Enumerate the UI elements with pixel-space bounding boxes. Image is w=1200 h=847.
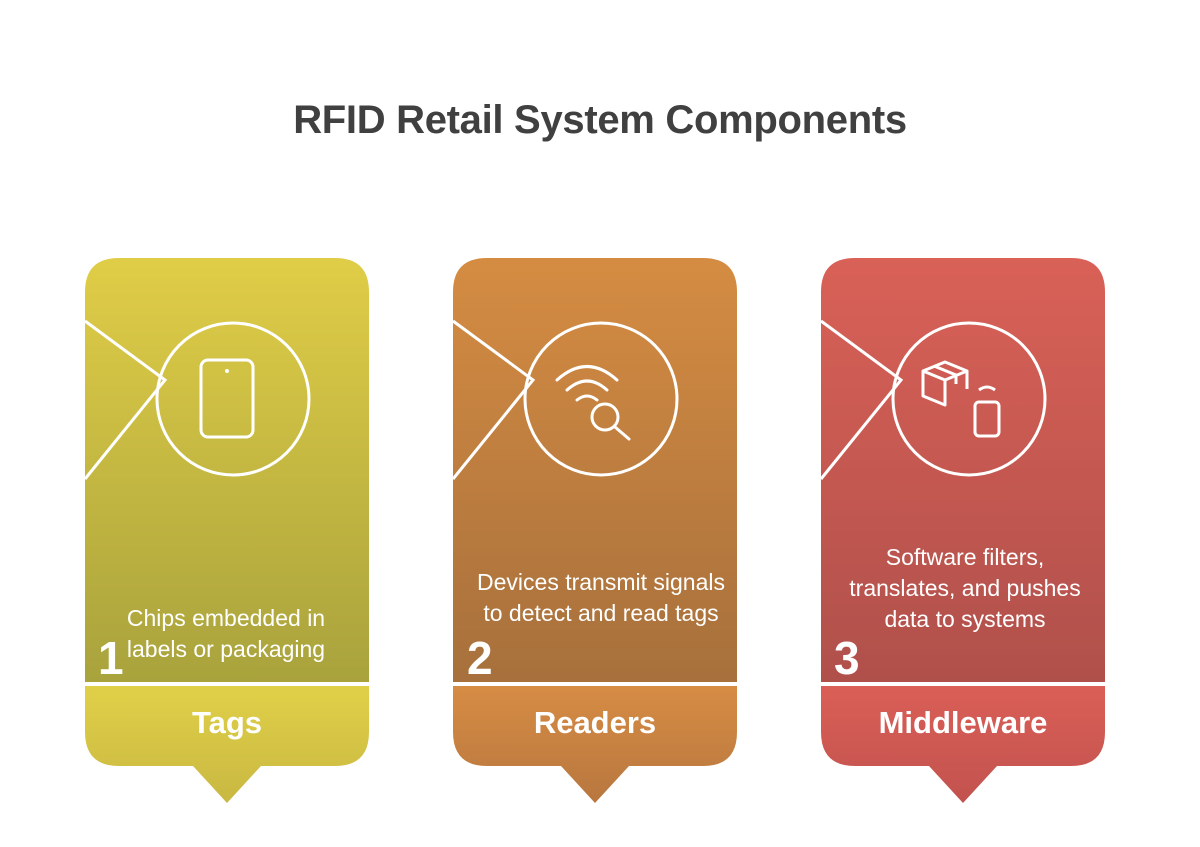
- card-description: Chips embedded in labels or packaging: [126, 605, 326, 662]
- package-device-icon: [921, 360, 1001, 438]
- card-description: Devices transmit signals to detect and r…: [477, 569, 725, 626]
- card-shape: [451, 258, 737, 803]
- card-tags: 1 Chips embedded in labels or packaging …: [83, 258, 369, 803]
- card-label: Tags: [191, 705, 263, 740]
- page-title: RFID Retail System Components: [293, 98, 907, 142]
- smartphone-icon: [199, 358, 255, 439]
- card-shape: [83, 258, 369, 803]
- card-shape: [819, 258, 1105, 803]
- step-number: 2: [467, 632, 493, 684]
- card-label: Middleware: [878, 705, 1048, 740]
- card-readers: 2 Devices transmit signals to detect and…: [451, 258, 737, 803]
- card-description: Software filters, translates, and pushes…: [849, 544, 1081, 632]
- step-number: 3: [834, 632, 860, 684]
- wifi-search-icon: [555, 365, 631, 441]
- step-number: 1: [98, 632, 124, 684]
- card-middleware: 3 Software filters, translates, and push…: [819, 258, 1105, 803]
- card-label: Readers: [533, 705, 657, 740]
